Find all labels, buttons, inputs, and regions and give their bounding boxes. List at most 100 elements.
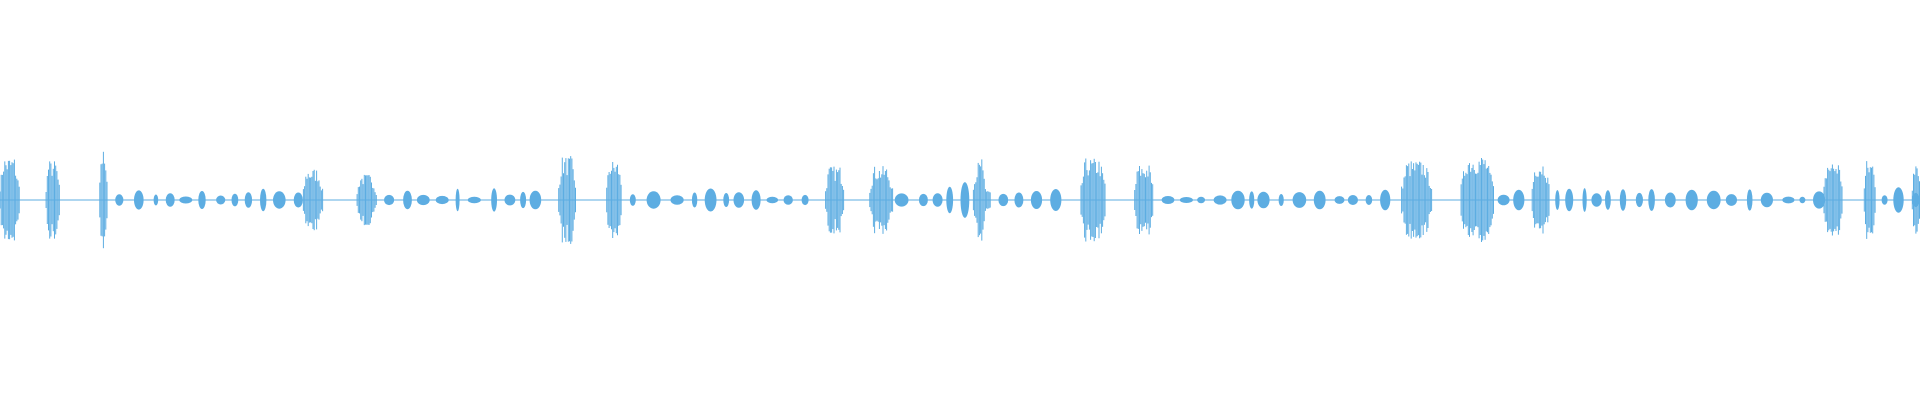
waveform-segment bbox=[894, 182, 970, 218]
waveform-blob bbox=[384, 194, 395, 206]
waveform-blob bbox=[134, 190, 144, 210]
waveform-blob bbox=[733, 192, 745, 208]
waveform-blob bbox=[918, 193, 928, 207]
waveform-segment bbox=[1555, 188, 1826, 212]
waveform-blob bbox=[1760, 192, 1773, 208]
waveform-blob bbox=[293, 192, 303, 208]
waveform-segment bbox=[99, 151, 108, 249]
waveform-blob bbox=[1565, 188, 1574, 212]
waveform-blob bbox=[115, 194, 124, 206]
waveform-segment bbox=[1134, 165, 1154, 235]
waveform-segment bbox=[302, 169, 324, 231]
waveform-blob bbox=[751, 190, 761, 210]
waveform-bars bbox=[0, 151, 1920, 249]
waveform-blob bbox=[1197, 196, 1206, 204]
waveform-blob bbox=[1782, 196, 1795, 204]
waveform-blob bbox=[1179, 197, 1193, 203]
waveform-blob bbox=[1813, 191, 1826, 209]
waveform-segment bbox=[0, 159, 20, 241]
waveform-blob bbox=[529, 190, 542, 210]
waveform-blob bbox=[231, 193, 239, 207]
waveform-blob bbox=[435, 195, 449, 205]
waveform-blob bbox=[801, 194, 809, 206]
waveform-blob bbox=[1380, 189, 1391, 211]
waveform-blob bbox=[1591, 193, 1602, 207]
waveform-blob bbox=[783, 195, 793, 205]
waveform-blob bbox=[1513, 189, 1525, 211]
waveform-blob bbox=[1706, 190, 1721, 210]
waveform-blob bbox=[403, 190, 412, 210]
waveform-blob bbox=[894, 193, 909, 207]
waveform-blob bbox=[179, 196, 193, 204]
waveform-blob bbox=[691, 192, 698, 208]
waveform-blob bbox=[1030, 191, 1043, 209]
waveform-blob bbox=[1014, 192, 1024, 208]
waveform-segment bbox=[115, 188, 303, 212]
waveform-segment bbox=[1863, 161, 1876, 239]
waveform-blob bbox=[1365, 195, 1373, 205]
waveform-blob bbox=[1881, 195, 1888, 205]
waveform-blob bbox=[1278, 194, 1284, 206]
waveform-blob bbox=[1635, 192, 1643, 208]
waveform-blob bbox=[491, 188, 497, 212]
waveform-blob bbox=[1213, 195, 1227, 205]
waveform-segment bbox=[1911, 166, 1920, 234]
waveform-blob bbox=[467, 196, 481, 204]
waveform-segment bbox=[1401, 161, 1433, 239]
waveform-segment bbox=[998, 189, 1062, 211]
waveform-blob bbox=[1050, 189, 1062, 211]
waveform-blob bbox=[455, 188, 460, 212]
waveform-blob bbox=[1619, 189, 1627, 211]
waveform-blob bbox=[960, 182, 970, 218]
waveform-blob bbox=[260, 188, 267, 212]
waveform-blob bbox=[165, 193, 175, 207]
waveform-segment bbox=[825, 166, 845, 234]
waveform-segment bbox=[972, 159, 991, 241]
waveform-blob bbox=[670, 195, 684, 205]
waveform-blob bbox=[1725, 194, 1737, 206]
waveform-blob bbox=[1249, 191, 1255, 209]
waveform-segment bbox=[558, 156, 576, 244]
waveform-blob bbox=[723, 193, 730, 207]
waveform-blob bbox=[932, 193, 943, 207]
waveform-blob bbox=[1893, 187, 1904, 213]
waveform-blob bbox=[1497, 194, 1510, 206]
waveform-blob bbox=[198, 191, 206, 209]
waveform-blob bbox=[1799, 196, 1806, 204]
waveform-segment bbox=[356, 174, 377, 226]
waveform-blob bbox=[1161, 196, 1175, 204]
waveform-blob bbox=[646, 191, 661, 209]
waveform-blob bbox=[1664, 192, 1676, 208]
waveform-blob bbox=[1292, 192, 1307, 208]
waveform-blob bbox=[998, 193, 1009, 207]
waveform-blob bbox=[1347, 195, 1358, 205]
waveform-blob bbox=[946, 186, 954, 214]
waveform-segment bbox=[1823, 164, 1843, 236]
waveform-segment bbox=[1497, 189, 1525, 211]
waveform-blob bbox=[416, 194, 430, 206]
waveform-blob bbox=[1231, 190, 1245, 210]
waveform-blob bbox=[1257, 191, 1270, 209]
waveform-blob bbox=[1685, 189, 1698, 211]
waveform-blob bbox=[1605, 190, 1611, 210]
waveform-blob bbox=[520, 191, 527, 209]
waveform-segment bbox=[384, 188, 542, 212]
waveform-segment bbox=[869, 166, 894, 234]
waveform-blob bbox=[1648, 189, 1655, 211]
waveform-blob bbox=[153, 194, 159, 206]
waveform-blob bbox=[216, 195, 226, 205]
waveform-segment bbox=[606, 162, 622, 238]
waveform-blob bbox=[1313, 190, 1326, 210]
waveform-segment bbox=[45, 161, 60, 239]
waveform-segment bbox=[629, 188, 809, 212]
waveform-blob bbox=[1334, 196, 1345, 204]
waveform-blob bbox=[1746, 189, 1753, 211]
waveform-segment bbox=[1531, 166, 1550, 234]
waveform-segment bbox=[1161, 189, 1391, 211]
waveform-blob bbox=[704, 188, 717, 212]
waveform-blob bbox=[1582, 188, 1587, 212]
waveform-blob bbox=[629, 194, 636, 206]
waveform-segment bbox=[1080, 158, 1106, 242]
